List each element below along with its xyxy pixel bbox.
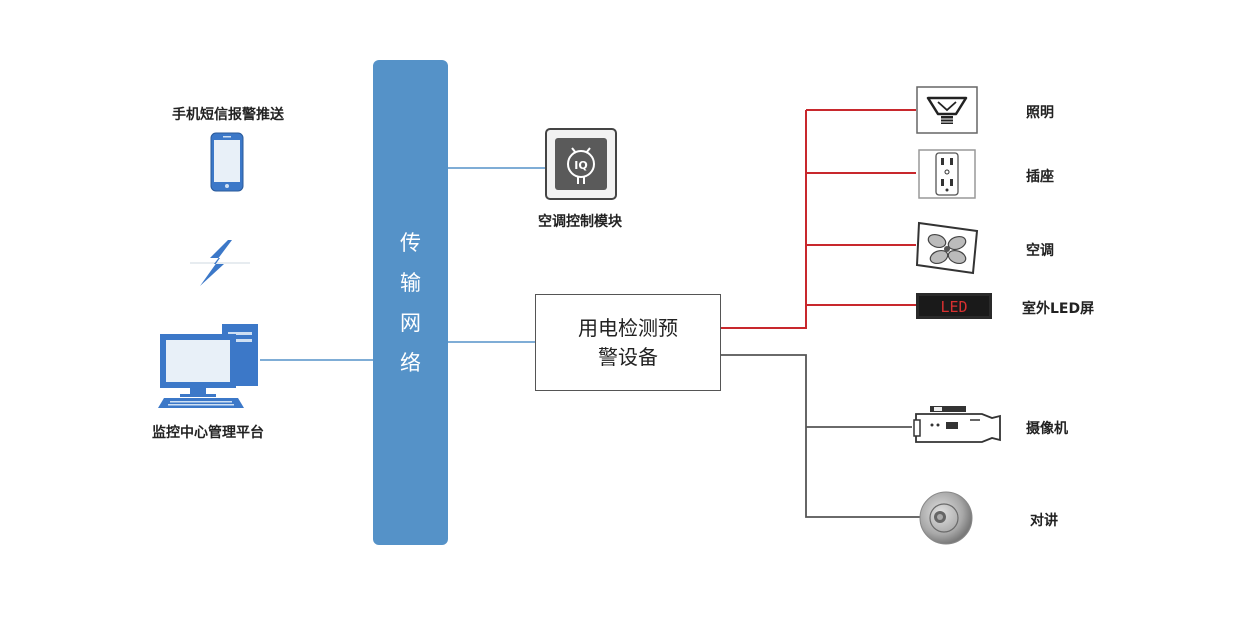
- wireless-signal-icon: [190, 240, 250, 286]
- led-screen-icon: LED: [916, 293, 992, 319]
- network-label: 传输网络: [400, 230, 421, 375]
- device-label-intercom: 对讲: [1030, 513, 1058, 529]
- camera-icon: [913, 406, 1001, 443]
- computer-icon: [158, 324, 258, 408]
- ac-module-icon-text: IQ: [574, 159, 587, 172]
- power-monitor-device-box: 用电检测预警设备: [535, 294, 721, 391]
- transmission-network-bar: 传输网络: [373, 60, 448, 545]
- device-label-socket: 插座: [1026, 169, 1054, 185]
- fan-icon: [915, 221, 979, 275]
- monitoring-center-label: 监控中心管理平台: [152, 425, 264, 441]
- ac-control-module-icon: IQ: [545, 128, 617, 200]
- gray-bus: [721, 354, 920, 518]
- lightbulb-icon: [916, 86, 978, 134]
- device-label-lighting: 照明: [1026, 105, 1054, 121]
- led-screen-text: LED: [940, 298, 967, 316]
- device-label-led-screen: 室外LED屏: [1022, 301, 1095, 317]
- smartphone-icon: [210, 132, 244, 192]
- device-label-camera: 摄像机: [1026, 421, 1068, 437]
- ac-module-label: 空调控制模块: [538, 214, 622, 230]
- red-bus: [721, 109, 916, 329]
- sms-alarm-label: 手机短信报警推送: [172, 107, 284, 123]
- device-label-ac: 空调: [1026, 243, 1054, 259]
- socket-icon: [918, 149, 976, 199]
- intercom-icon: [919, 491, 973, 545]
- core-device-label: 用电检测预警设备: [578, 315, 678, 369]
